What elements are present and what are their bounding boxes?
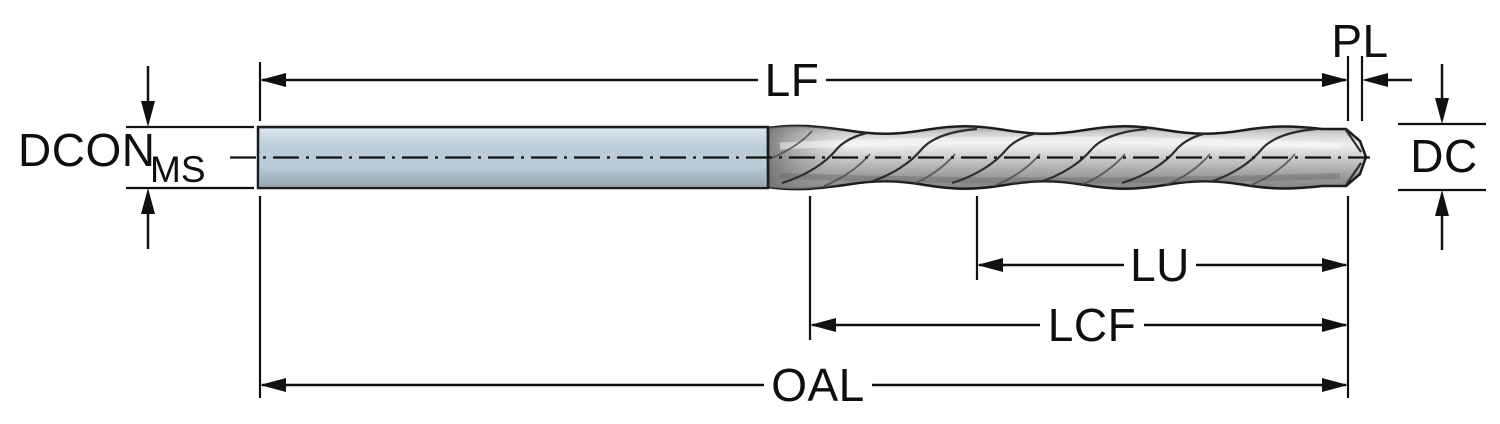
tool-drawing <box>230 124 1370 191</box>
lf-arrowhead-right <box>1322 73 1348 87</box>
flute-shadow-streak <box>779 173 1341 184</box>
dcon-label: DCON <box>18 124 155 176</box>
lu-arrowhead-left <box>977 258 1003 272</box>
flute-leadin-line <box>771 130 813 159</box>
dc-label: DC <box>1410 130 1477 182</box>
drill-point-lines <box>1345 129 1362 186</box>
dim-lu: LU <box>975 196 1348 291</box>
pl-arrowhead <box>1362 73 1388 87</box>
oal-arrowhead-right <box>1322 378 1348 392</box>
lcf-arrowhead-right <box>1322 318 1348 332</box>
lu-label: LU <box>1130 239 1190 291</box>
lf-label: LF <box>765 54 820 106</box>
point-edge-line <box>1345 162 1362 186</box>
dim-lcf: LCF <box>808 196 1348 351</box>
flute-counter-line <box>1078 153 1126 187</box>
dim-dc: DC <box>1398 64 1486 250</box>
flute-counter-line <box>1163 153 1211 187</box>
flute-spiral-line <box>866 127 978 185</box>
oal-arrowhead-left <box>260 378 286 392</box>
flute-highlight-streak <box>779 136 1341 150</box>
dc-arrowhead-top <box>1435 98 1449 124</box>
dim-oal: OAL <box>258 196 1350 411</box>
flute-spiral-line <box>1036 127 1148 185</box>
dim-pl: PL <box>1331 15 1412 121</box>
dim-lf: LF <box>258 54 1350 121</box>
lu-arrowhead-right <box>1322 258 1348 272</box>
dcon-arrowhead-top <box>141 101 155 127</box>
flute-counter-line <box>1248 153 1296 187</box>
flute-spiral-line <box>1206 127 1318 185</box>
dcon-subscript-label: MS <box>150 149 206 190</box>
lcf-arrowhead-left <box>810 318 836 332</box>
lcf-label: LCF <box>1048 299 1136 351</box>
dc-arrowhead-bottom <box>1435 190 1449 216</box>
dim-dcon: DCON MS <box>18 66 254 249</box>
oal-label: OAL <box>771 359 865 411</box>
lf-arrowhead-left <box>260 73 286 87</box>
tool-transition-shade <box>768 125 846 190</box>
point-edge-line <box>1345 129 1362 153</box>
pl-label: PL <box>1331 15 1388 67</box>
dcon-arrowhead-bottom <box>141 188 155 214</box>
